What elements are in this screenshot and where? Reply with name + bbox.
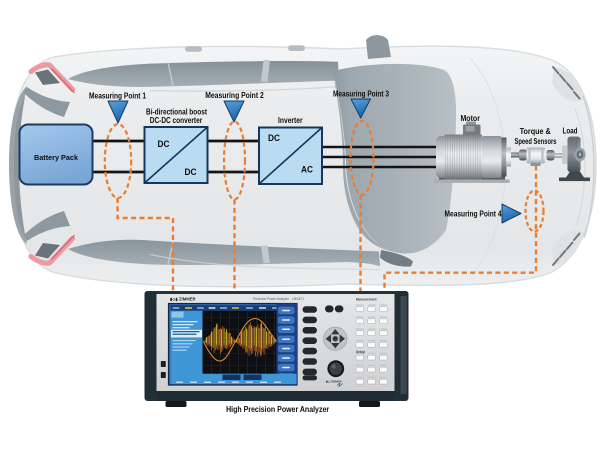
svg-text:Motor: Motor: [460, 114, 480, 123]
svg-text:Measuring Point 2: Measuring Point 2: [205, 91, 264, 100]
svg-text:Setup: Setup: [356, 350, 365, 354]
svg-text:AC: AC: [301, 165, 313, 175]
svg-text:DC: DC: [185, 167, 197, 177]
svg-text:DC: DC: [158, 139, 170, 149]
svg-text:▮◇ ZIMMER: ▮◇ ZIMMER: [326, 379, 342, 383]
svg-text:Precision Power Analyzer LMG: Precision Power Analyzer LMG671: [253, 297, 304, 301]
svg-text:Measuring Point 3: Measuring Point 3: [333, 89, 389, 98]
svg-text:Bi-directional boost: Bi-directional boost: [146, 108, 207, 117]
svg-text:Speed Sensors: Speed Sensors: [515, 137, 557, 146]
svg-text:High Precision Power Analyzer: High Precision Power Analyzer: [226, 405, 329, 414]
svg-text:▮◇▮ ZIMMER: ▮◇▮ ZIMMER: [170, 296, 196, 301]
svg-text:Measurement: Measurement: [356, 298, 377, 302]
svg-text:Load: Load: [563, 127, 578, 136]
svg-text:DC-DC converter: DC-DC converter: [150, 116, 203, 125]
svg-text:Battery Pack: Battery Pack: [34, 153, 79, 162]
svg-text:DC: DC: [268, 133, 280, 143]
svg-text:Measuring Point 4: Measuring Point 4: [445, 210, 502, 219]
svg-text:Measuring Point 1: Measuring Point 1: [89, 91, 146, 100]
svg-text:Torque &: Torque &: [520, 127, 551, 136]
svg-text:Inverter: Inverter: [278, 116, 303, 125]
